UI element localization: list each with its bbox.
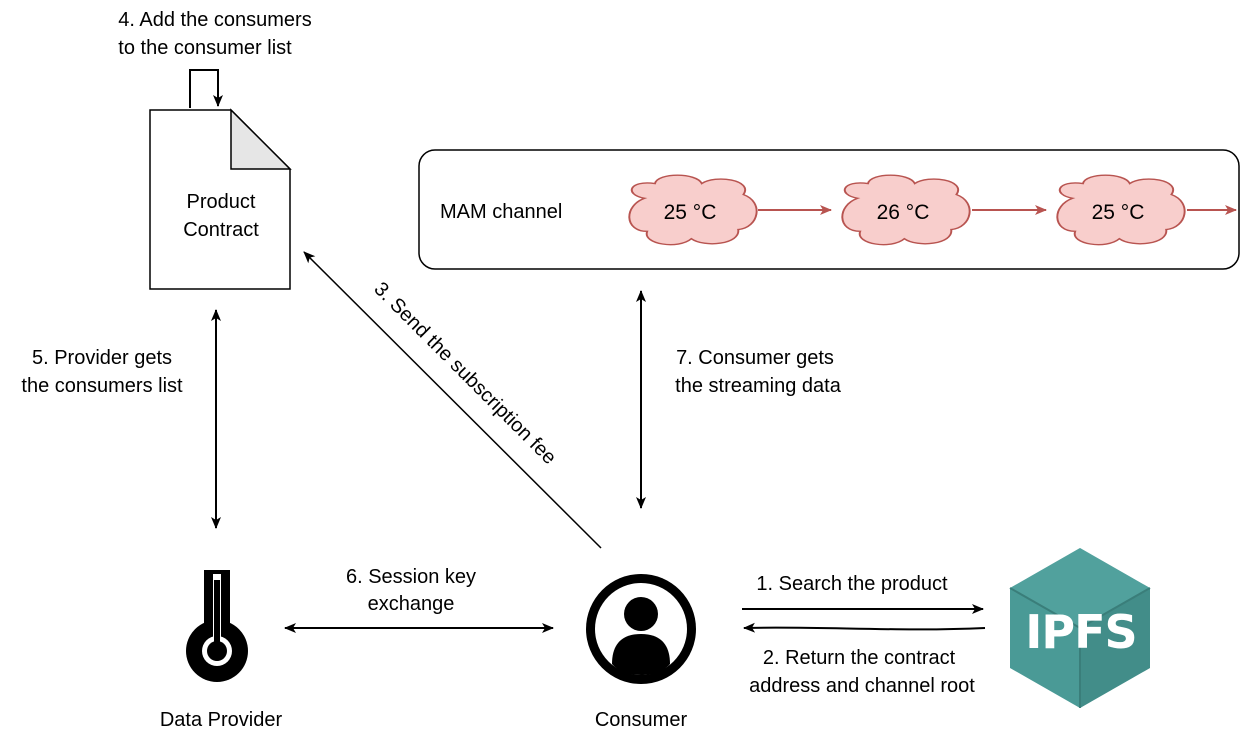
ipfs-logo-text: IPFS — [1025, 605, 1136, 659]
mam-channel-label: MAM channel — [440, 201, 562, 223]
data-provider-label: Data Provider — [160, 709, 283, 731]
step5-label-line1: 5. Provider gets — [32, 347, 172, 369]
contract-label-line2: Contract — [183, 219, 259, 241]
thermometer-icon — [186, 570, 248, 682]
step4-label-line1: 4. Add the consumers — [118, 9, 311, 31]
step6-label-line1: 6. Session key — [346, 566, 476, 588]
step2-label-line1: 2. Return the contract — [763, 647, 956, 669]
step2-arrow — [743, 622, 986, 633]
product-contract-document: Product Contract — [149, 108, 292, 290]
contract-label-line1: Product — [187, 191, 256, 213]
document-fold — [230, 108, 292, 170]
message-3-text: 25 °C — [1092, 201, 1145, 224]
message-2-text: 26 °C — [877, 201, 930, 224]
step1-label: 1. Search the product — [756, 573, 948, 595]
consumer-avatar-icon — [586, 574, 696, 684]
message-1-text: 25 °C — [664, 201, 717, 224]
step7-label-line2: the streaming data — [675, 375, 842, 397]
step2-label-line2: address and channel root — [749, 675, 975, 697]
consumer-label: Consumer — [595, 709, 688, 731]
step6-label-line2: exchange — [368, 593, 455, 615]
step3-arrow — [303, 251, 602, 549]
step3-label: 3. Send the subscription fee — [369, 278, 560, 469]
self-loop-arrow — [189, 69, 223, 108]
ipfs-logo: IPFS — [1009, 548, 1151, 708]
step5-label-line2: the consumers list — [21, 375, 183, 397]
step7-label-line1: 7. Consumer gets — [676, 347, 834, 369]
step4-label-line2: to the consumer list — [118, 37, 292, 59]
mam-channel-box: MAM channel 25 °C 26 °C 25 °C — [418, 149, 1240, 270]
